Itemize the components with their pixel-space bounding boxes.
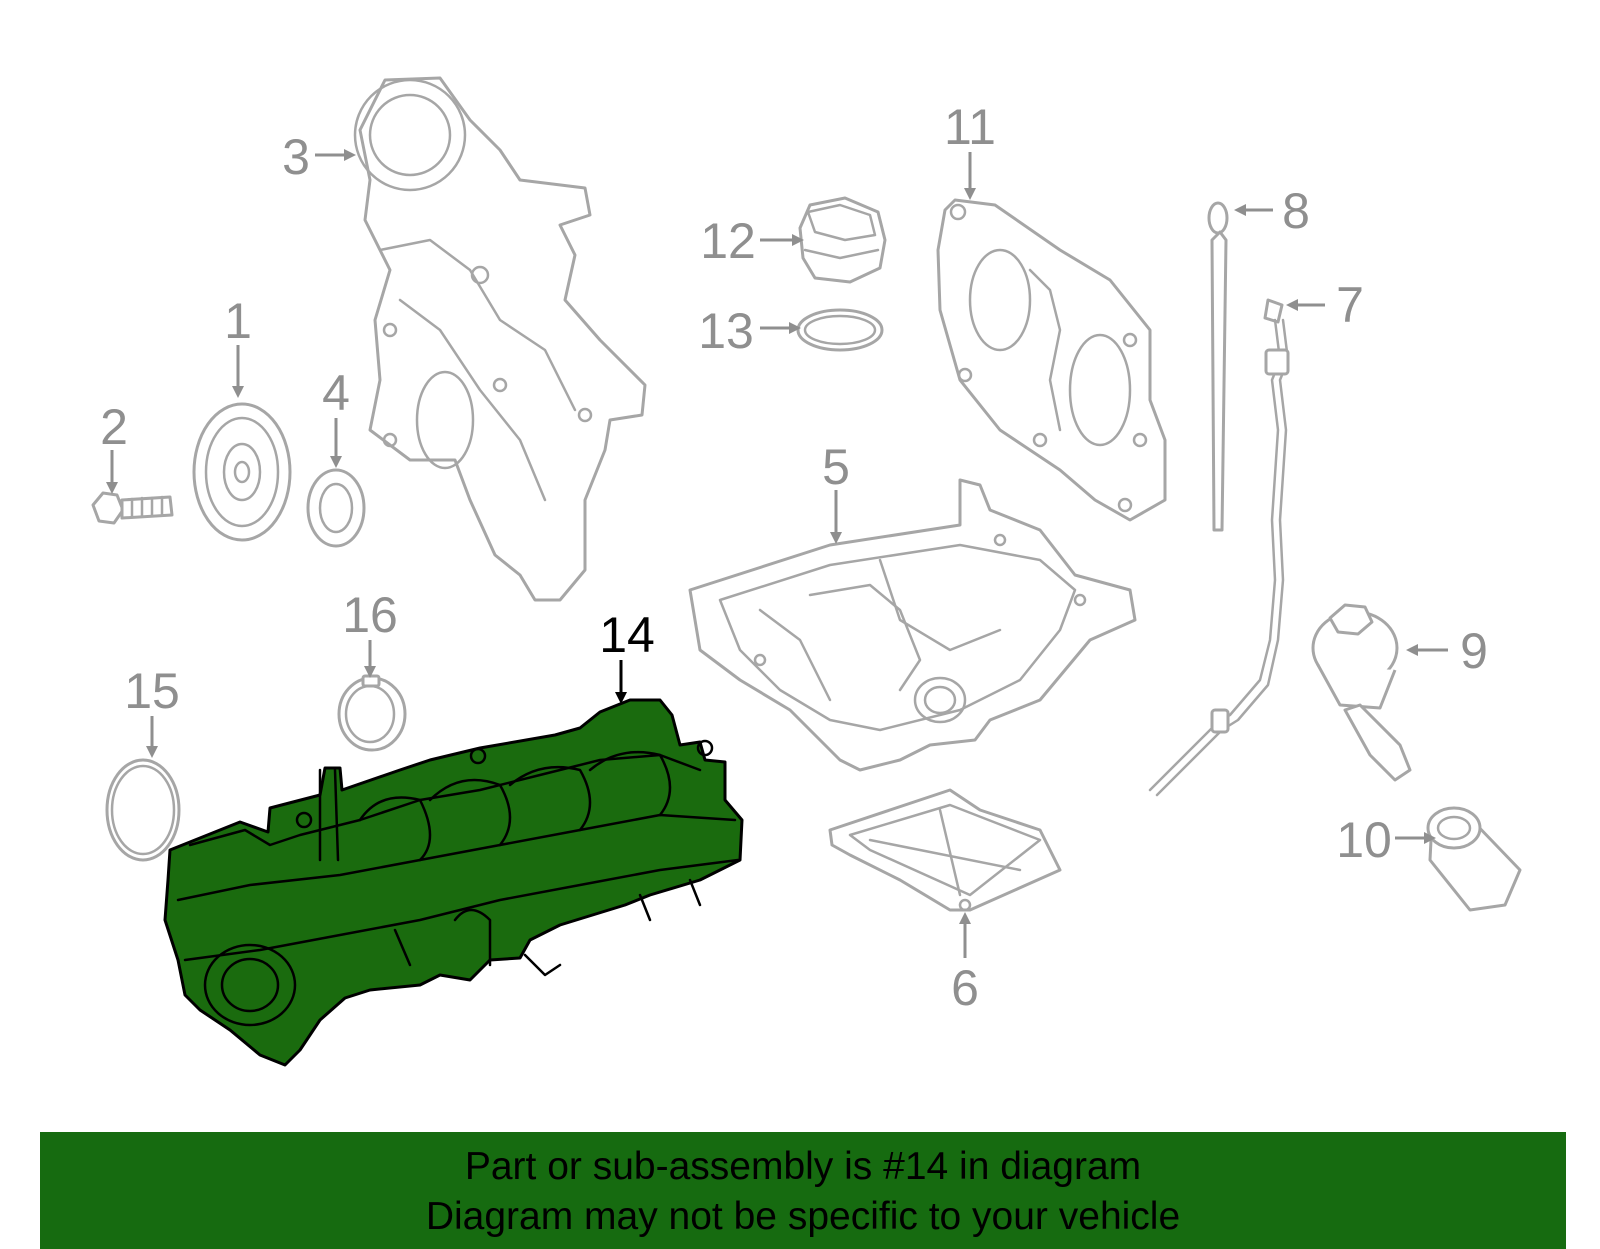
- callout-14: 14: [599, 607, 655, 663]
- callout-15: 15: [124, 663, 180, 719]
- callout-7: 7: [1336, 277, 1364, 333]
- part-6-pan-gasket[interactable]: [828, 788, 1062, 912]
- callout-5: 5: [822, 439, 850, 495]
- callout-1: 1: [224, 293, 252, 349]
- part-8-dipstick[interactable]: [1207, 201, 1229, 532]
- part-2-bolt[interactable]: [91, 491, 174, 525]
- callout-11: 11: [944, 99, 996, 155]
- callout-4: 4: [322, 365, 350, 421]
- callout-16: 16: [342, 587, 398, 643]
- part-7-dipstick-tube[interactable]: [1148, 298, 1290, 797]
- callout-labels: 1 2 3 4 5 6 7 8 9 10 11 12 13 14 15 16: [100, 99, 1488, 1016]
- part-4-seal[interactable]: [306, 468, 366, 548]
- part-10-oil-filter[interactable]: [1426, 806, 1522, 912]
- part-3-timing-cover[interactable]: [353, 76, 647, 602]
- part-9-filter-housing[interactable]: [1311, 603, 1412, 782]
- part-15-o-ring[interactable]: [105, 758, 181, 862]
- exploded-parts-diagram: 1 2 3 4 5 6 7 8 9 10 11 12 13 14 15 16: [91, 76, 1522, 1067]
- callout-12: 12: [700, 213, 756, 269]
- info-banner: Part or sub-assembly is #14 in diagram D…: [40, 1132, 1566, 1249]
- callout-2: 2: [100, 399, 128, 455]
- banner-line-part-number: Part or sub-assembly is #14 in diagram: [464, 1145, 1142, 1188]
- part-14-intake-manifold[interactable]: [163, 698, 744, 1067]
- part-5-oil-pan[interactable]: [688, 478, 1137, 772]
- leader-lines: [106, 149, 1448, 958]
- part-11-cover-plate[interactable]: [936, 198, 1167, 522]
- part-12-cap[interactable]: [798, 196, 887, 284]
- callout-10: 10: [1336, 812, 1392, 868]
- callout-6: 6: [951, 960, 979, 1016]
- callout-3: 3: [282, 129, 310, 185]
- banner-line-disclaimer: Diagram may not be specific to your vehi…: [425, 1195, 1181, 1238]
- callout-13: 13: [698, 303, 754, 359]
- callout-9: 9: [1460, 623, 1488, 679]
- part-1-crankshaft-pulley[interactable]: [192, 402, 292, 542]
- callout-8: 8: [1282, 183, 1310, 239]
- part-13-o-ring[interactable]: [796, 308, 884, 352]
- part-16-plug[interactable]: [337, 674, 407, 752]
